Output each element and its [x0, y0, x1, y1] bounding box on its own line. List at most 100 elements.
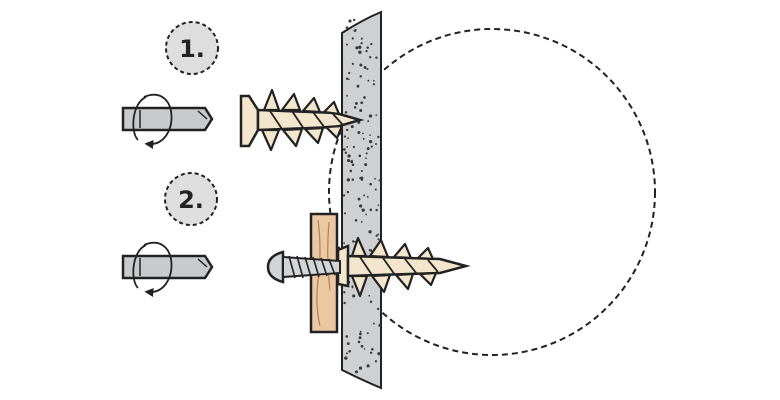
- drywall-speckle: [346, 43, 348, 46]
- drywall-speckle: [358, 50, 362, 54]
- drywall-speckle: [366, 364, 370, 368]
- pan-head-screw: [266, 250, 341, 284]
- drywall-speckle: [378, 323, 382, 327]
- drywall-speckle: [366, 147, 370, 151]
- drywall-speckle: [343, 135, 347, 138]
- step-2-badge: 2.: [164, 172, 218, 226]
- drywall-speckle: [351, 178, 355, 181]
- drywall-speckle: [352, 18, 356, 22]
- drywall-speckle: [348, 19, 352, 23]
- drywall-speckle: [359, 332, 362, 336]
- drywall-speckle: [356, 84, 360, 88]
- drywall-speckle: [368, 55, 372, 59]
- drywall-speckle: [343, 301, 346, 305]
- drywall-speckle: [358, 45, 362, 49]
- drywall-speckle: [352, 145, 355, 149]
- drywall-speckle: [364, 163, 368, 167]
- drywall-speckle: [345, 335, 349, 338]
- drywall-speckle: [346, 128, 349, 132]
- drywall-speckle: [342, 148, 346, 151]
- drywall-speckle: [344, 111, 348, 114]
- drywall-speckle: [363, 194, 366, 197]
- screwdriver-bit-step-2: [121, 254, 214, 280]
- step-1-label: 1.: [179, 35, 205, 63]
- drywall-speckle: [359, 330, 362, 333]
- drywall-speckle: [370, 42, 373, 46]
- drywall-speckle: [374, 188, 377, 191]
- drywall-speckle: [367, 120, 370, 123]
- drywall-speckle: [365, 152, 368, 155]
- drywall-speckle: [366, 196, 369, 198]
- drywall-speckle: [361, 208, 365, 212]
- drywall-speckle: [377, 233, 380, 236]
- drywall-speckle: [369, 134, 371, 137]
- drywall-speckle: [374, 142, 378, 146]
- drywall-speckle: [360, 101, 364, 105]
- drywall-speckle: [375, 114, 378, 117]
- drywall-speckle: [370, 145, 373, 148]
- drywall-speckle: [360, 41, 363, 45]
- drywall-speckle: [362, 137, 365, 140]
- drywall-speckle: [357, 340, 361, 344]
- drywall-speckle: [362, 132, 364, 135]
- drywall-speckle: [349, 169, 353, 173]
- drywall-speckle: [359, 75, 362, 78]
- step-1-badge: 1.: [165, 21, 219, 75]
- drywall-speckle: [363, 66, 367, 69]
- drywall-speckle: [375, 208, 378, 212]
- drywall-speckle: [343, 291, 346, 294]
- drywall-speckle: [355, 29, 357, 31]
- drywall-speckle: [358, 154, 362, 158]
- drywall-speckle: [365, 49, 368, 53]
- drywall-speckle: [377, 135, 380, 139]
- drywall-speckle: [366, 332, 369, 335]
- drywall-speckle: [351, 159, 353, 162]
- drywall-speckle: [343, 242, 345, 244]
- drywall-speckle: [363, 96, 366, 99]
- drywall-speckle: [346, 190, 350, 194]
- drywall-panel: [341, 10, 382, 390]
- drywall-speckle: [373, 79, 375, 82]
- drywall-speckle: [345, 77, 349, 80]
- drywall-speckle: [359, 204, 363, 208]
- drywall-speckle: [363, 348, 366, 350]
- drywall-speckle: [346, 146, 349, 148]
- drywall-speckle: [368, 294, 371, 297]
- drywall-speckle: [353, 106, 357, 109]
- drywall-speckle: [348, 78, 350, 81]
- drywall-speckle: [377, 352, 381, 356]
- drywall-speckle: [351, 37, 354, 40]
- drywall-speckle: [352, 240, 355, 243]
- drywall-speckle: [358, 336, 362, 340]
- drywall-speckle: [369, 300, 373, 303]
- drywall-speckle: [368, 249, 371, 252]
- drywall-speckle: [360, 170, 363, 172]
- drywall-speckle: [352, 294, 356, 298]
- drywall-speckle: [347, 137, 349, 139]
- drywall-anchor-step-2: [336, 236, 471, 298]
- drywall-speckle: [371, 348, 374, 351]
- drywall-speckle: [372, 322, 375, 325]
- drywall-speckle: [344, 151, 348, 155]
- drywall-speckle: [350, 125, 354, 129]
- drywall-speckle: [368, 139, 373, 144]
- rotation-arrow-step-2-icon: [132, 241, 173, 297]
- drywall-speckle: [348, 349, 352, 353]
- drywall-speckle: [357, 197, 361, 201]
- drywall-speckle: [354, 218, 358, 222]
- drywall-speckle: [375, 56, 378, 59]
- drywall-speckle: [360, 221, 363, 223]
- drywall-speckle: [357, 130, 361, 135]
- drywall-speckle: [351, 285, 354, 288]
- drywall-speckle: [378, 179, 381, 182]
- drywall-speckle: [368, 114, 373, 118]
- drywall-speckle: [360, 344, 364, 348]
- drywall-speckle: [377, 204, 380, 207]
- drywall-speckle: [346, 342, 350, 345]
- drywall-speckle: [359, 63, 363, 67]
- drywall-speckle: [359, 109, 363, 112]
- drywall-speckle: [365, 157, 367, 160]
- drywall-speckle: [342, 194, 346, 197]
- drywall-speckle: [355, 46, 359, 50]
